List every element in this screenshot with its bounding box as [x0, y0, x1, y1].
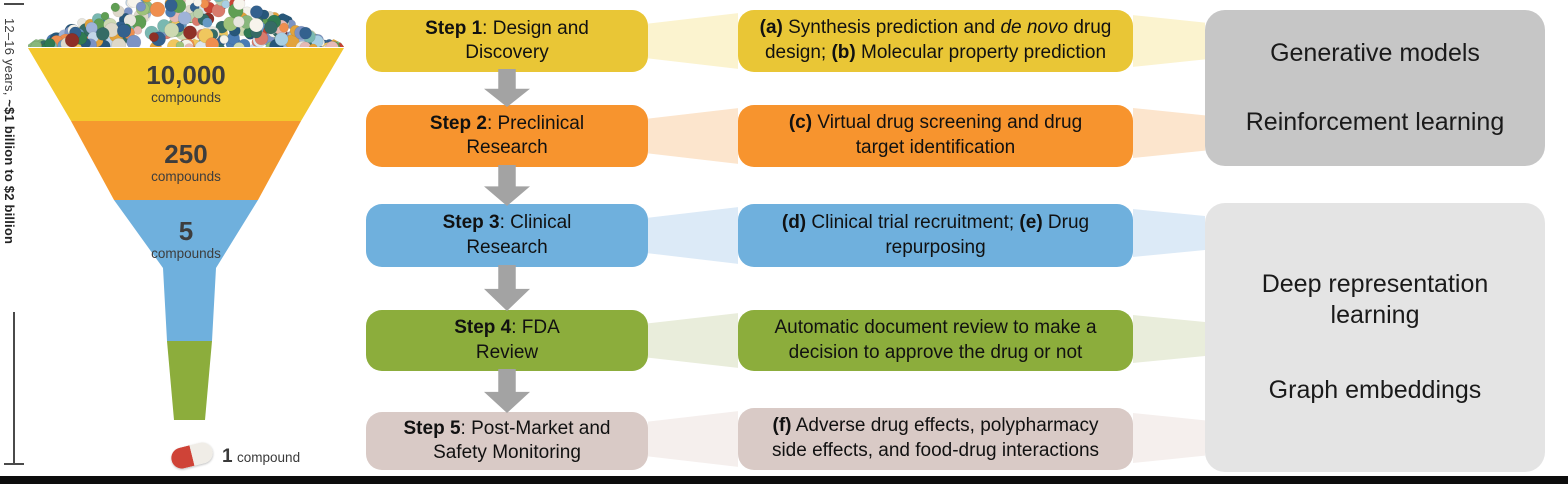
application-box-fda: Automatic document review to make a deci… — [738, 310, 1133, 371]
ml-methods-box-bottom: Deep representation learning Graph embed… — [1205, 203, 1545, 472]
app-f-line1: (f) Adverse drug effects, polypharmacy — [738, 414, 1133, 439]
app-ab-line2: design; (b) Molecular property predictio… — [738, 41, 1133, 66]
funnel-chart — [28, 0, 344, 420]
outcome-value: 1 — [222, 446, 233, 467]
step-2-line1: Step 2: Preclinical — [366, 112, 648, 136]
step-1-line1: Step 1: Design and — [366, 17, 648, 41]
app-ab-text3: design; — [764, 42, 832, 63]
app-de-text2: Drug — [1042, 211, 1090, 233]
ml-graph-embeddings: Graph embeddings — [1268, 376, 1482, 405]
step-4-title-a: : FDA — [511, 317, 560, 339]
connector-beam — [648, 108, 738, 164]
funnel-stage-3-value: 5 — [178, 216, 194, 246]
ml-reinforcement-learning: Reinforcement learning — [1245, 108, 1505, 136]
funnel-stage-2-value: 250 — [164, 139, 208, 169]
connector-beam — [1133, 413, 1205, 463]
step-1-title-a: : Design and — [482, 17, 589, 39]
app-f-text1: Adverse drug effects, polypharmacy — [791, 415, 1099, 437]
application-box-c: (c) Virtual drug screening and drug targ… — [738, 105, 1133, 167]
step-1-number: Step 1 — [425, 17, 483, 39]
step-3-line1: Step 3: Clinical — [366, 211, 648, 235]
funnel-stage-1-value: 10,000 — [146, 60, 226, 90]
connector-beam — [648, 313, 738, 368]
step-2-title-b: Research — [466, 137, 548, 158]
app-c-text1: Virtual drug screening and drug — [812, 112, 1083, 134]
funnel-stage-2 — [71, 121, 301, 200]
down-arrow-icon — [484, 265, 530, 311]
timeline-years: 12–16 years, — [2, 18, 17, 100]
step-5-title-b: Safety Monitoring — [433, 442, 581, 463]
step-2-title-a: : Preclinical — [486, 112, 585, 134]
connector-beam — [648, 411, 738, 467]
step-4-box: Step 4: FDA Review — [366, 310, 648, 371]
funnel-stage-1-unit: compounds — [151, 90, 221, 105]
connector-beam — [648, 13, 738, 69]
label-f: (f) — [772, 415, 792, 437]
label-a: (a) — [759, 17, 783, 39]
label-d: (d) — [781, 211, 807, 233]
app-c-line2: target identification — [855, 137, 1016, 158]
step-3-title-a: : Clinical — [499, 212, 572, 234]
connector-beam — [1133, 108, 1205, 158]
ml-methods-box-top: Generative models Reinforcement learning — [1205, 10, 1545, 166]
bottom-border — [0, 476, 1568, 484]
step-3-number: Step 3 — [442, 212, 500, 234]
step-4-number: Step 4 — [454, 317, 512, 339]
funnel-stem — [167, 341, 212, 420]
funnel-stage-3 — [114, 200, 258, 341]
step-3-box: Step 3: Clinical Research — [366, 204, 648, 267]
label-b: (b) — [831, 42, 856, 63]
funnel-stage-1 — [28, 48, 344, 121]
ml-generative-models: Generative models — [1270, 38, 1480, 67]
step-5-box: Step 5: Post-Market and Safety Monitorin… — [366, 412, 648, 470]
pills-heap — [28, 0, 344, 47]
step-5-number: Step 5 — [403, 417, 461, 439]
connector-beam — [1133, 209, 1205, 257]
step-1-box: Step 1: Design and Discovery — [366, 10, 648, 72]
app-ab-line1: (a) Synthesis prediction and de novo dru… — [738, 16, 1133, 41]
app-ab-text4: Molecular property prediction — [855, 42, 1107, 63]
funnel-outcome-label: 1 compound — [222, 446, 300, 468]
connector-beam — [1133, 315, 1205, 363]
step-2-box: Step 2: Preclinical Research — [366, 105, 648, 167]
timeline-line — [13, 312, 15, 463]
funnel-stage-2-unit: compounds — [151, 169, 221, 184]
down-arrow-icon — [484, 69, 530, 107]
ml-deep-representation-learning: Deep representation learning — [1261, 269, 1489, 329]
app-c-line1: (c) Virtual drug screening and drug — [738, 111, 1133, 136]
funnel-stage-3-unit: compounds — [151, 246, 221, 261]
app-fda-line1: Automatic document review to make a — [774, 316, 1097, 338]
down-arrow-icon — [484, 369, 530, 413]
step-2-number: Step 2 — [429, 112, 487, 134]
outcome-unit: compound — [237, 450, 301, 465]
app-ab-text1: Synthesis prediction and — [782, 17, 1001, 39]
app-de-line1: (d) Clinical trial recruitment; (e) Drug — [738, 211, 1133, 236]
step-1-title-b: Discovery — [465, 42, 549, 63]
application-box-de: (d) Clinical trial recruitment; (e) Drug… — [738, 204, 1133, 267]
down-arrow-icon — [484, 165, 530, 206]
timeline-top-tick — [4, 3, 24, 5]
app-de-text1: Clinical trial recruitment; — [806, 211, 1020, 233]
app-fda-line2: decision to approve the drug or not — [788, 341, 1083, 363]
label-e: (e) — [1019, 211, 1043, 233]
step-4-title-b: Review — [475, 341, 539, 363]
app-de-line2: repurposing — [885, 236, 986, 258]
timeline-caption: 12–16 years, ~$1 billion to $2 billion — [2, 18, 17, 244]
app-f-line2: side effects, and food-drug interactions — [771, 440, 1100, 461]
timeline-bottom-tick — [4, 463, 24, 465]
step-5-line1: Step 5: Post-Market and — [366, 417, 648, 441]
application-box-f: (f) Adverse drug effects, polypharmacy s… — [738, 408, 1133, 470]
step-5-title-a: : Post-Market and — [460, 417, 611, 439]
label-c: (c) — [788, 112, 813, 134]
de-novo-italic: de novo — [1000, 17, 1069, 39]
connector-beam — [648, 207, 738, 264]
connector-beam — [1133, 15, 1205, 67]
app-ab-text2: drug — [1068, 17, 1112, 39]
application-box-ab: (a) Synthesis prediction and de novo dru… — [738, 10, 1133, 72]
step-3-title-b: Research — [466, 236, 548, 258]
step-4-line1: Step 4: FDA — [366, 316, 648, 340]
timeline-cost: ~$1 billion to $2 billion — [2, 99, 17, 245]
